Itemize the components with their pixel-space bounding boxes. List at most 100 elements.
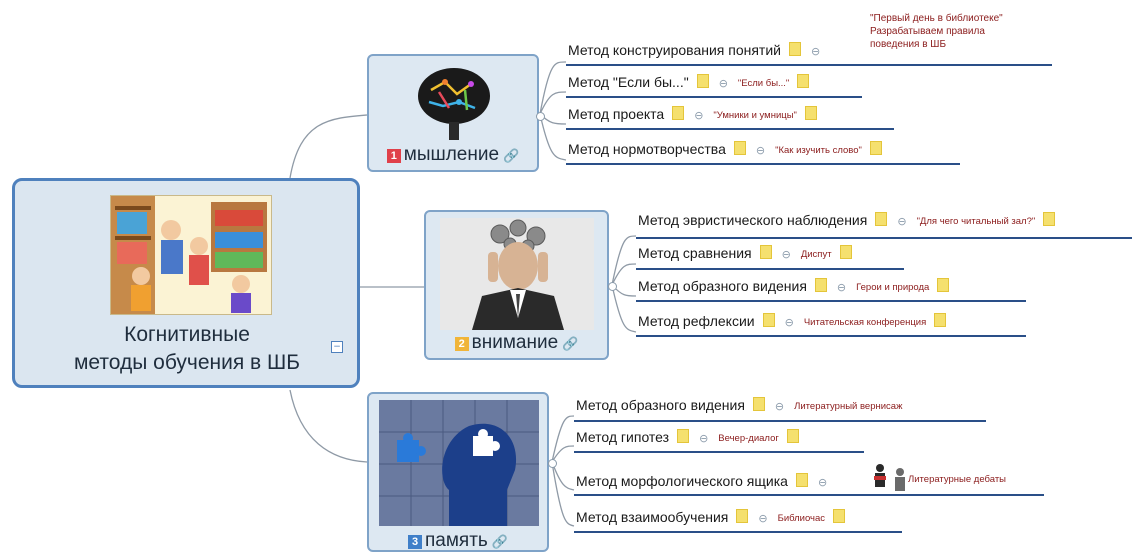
central-topic[interactable]: Когнитивные методы обучения в ШБ − — [12, 178, 360, 388]
note-icon[interactable] — [804, 106, 817, 120]
branch-note: "Для чего читальный зал?" — [916, 216, 1036, 227]
branch-note: "Как изучить слово" — [775, 145, 862, 156]
note-icon[interactable] — [833, 509, 846, 523]
branch-item[interactable]: Метод образного видения⊖Литературный вер… — [576, 397, 902, 419]
link-icon[interactable]: 🔗 — [503, 149, 520, 164]
branch-underline — [566, 163, 960, 165]
collapse-icon[interactable]: ⊖ — [811, 45, 821, 58]
collapse-icon[interactable]: ⊖ — [774, 400, 785, 413]
note-icon[interactable] — [814, 278, 827, 292]
collapse-toggle-icon[interactable]: − — [331, 341, 343, 353]
branch-label: Метод образного видения — [576, 397, 745, 413]
link-icon[interactable]: 🔗 — [491, 535, 508, 550]
collapse-icon[interactable]: ⊖ — [758, 512, 768, 525]
collapse-icon[interactable]: ⊖ — [755, 144, 766, 157]
branch-item[interactable]: Метод рефлексии ⊖ Читательская конференция — [638, 313, 947, 335]
branch-item[interactable]: Метод конструирования понятий ⊖ — [568, 42, 820, 64]
topic-number-badge: 1 — [386, 149, 401, 163]
branch-underline — [636, 268, 904, 270]
branch-item[interactable]: Метод эвристического наблюдения ⊖ "Для чег… — [638, 212, 1056, 234]
note-icon[interactable] — [672, 106, 685, 120]
branch-collapse-icon[interactable] — [548, 459, 557, 468]
collapse-icon[interactable]: ⊖ — [781, 248, 791, 261]
collapse-icon[interactable]: ⊖ — [694, 109, 704, 122]
branch-underline — [566, 64, 1052, 66]
branch-item[interactable]: Метод гипотез ⊖ Вечер-диалог — [576, 429, 799, 451]
branch-item[interactable]: Метод нормотворчества ⊖ "Как изучить слово… — [568, 141, 882, 163]
note-icon[interactable] — [869, 141, 882, 155]
branch-item[interactable]: Метод сравнения ⊖ Диспут — [638, 245, 852, 267]
note-icon[interactable] — [736, 509, 749, 523]
note-icon[interactable] — [934, 313, 947, 327]
branch-label: Метод нормотворчества — [568, 141, 726, 157]
branch-underline — [566, 96, 862, 98]
branch-underline — [636, 335, 1026, 337]
branch-collapse-icon[interactable] — [536, 112, 545, 121]
topic-number-badge: 3 — [408, 535, 422, 549]
note-icon[interactable] — [1043, 212, 1056, 226]
topic-title: память — [425, 530, 488, 551]
branch-label: Метод рефлексии — [638, 313, 755, 329]
branch-item[interactable]: Метод "Если бы..." ⊖ "Если бы..." — [568, 74, 810, 96]
central-topic-title: Когнитивные методы обучения в ШБ — [73, 323, 301, 374]
collapse-icon[interactable]: ⊖ — [699, 432, 709, 445]
note-icon[interactable] — [875, 212, 888, 226]
branch-note: "Умники и умницы" — [713, 110, 797, 121]
branch-note: Библиочас — [777, 513, 826, 524]
branch-underline — [636, 237, 1132, 239]
branch-item[interactable]: Метод морфологического ящика ⊖ — [576, 473, 827, 495]
note-icon[interactable] — [677, 429, 690, 443]
branch-item[interactable]: Метод образного видения ⊖ Герои и природа — [638, 278, 950, 300]
branch-label: Метод гипотез — [576, 429, 670, 445]
branch-note: Читательская конференция — [803, 317, 927, 328]
puzzle-head-image — [379, 400, 539, 526]
branch-underline — [574, 451, 864, 453]
branch-item[interactable]: Метод взаимообучения ⊖ Библиочас — [576, 509, 846, 531]
note-icon[interactable] — [786, 429, 799, 443]
note-icon[interactable] — [759, 245, 772, 259]
note-icon[interactable] — [752, 397, 765, 411]
branch-note: "Если бы..." — [737, 78, 790, 89]
branch-label: Метод проекта — [568, 106, 665, 122]
topic-number-badge: 2 — [454, 337, 469, 351]
debate-people-icon — [874, 464, 905, 491]
branch-note: Герои и природа — [856, 282, 930, 293]
branch-label: Метод "Если бы..." — [568, 74, 689, 90]
branch-item[interactable]: Метод проекта ⊖ "Умники и умницы" — [568, 106, 817, 128]
collapse-icon[interactable]: ⊖ — [718, 77, 728, 90]
topic-title: внимание — [471, 332, 559, 353]
branch-label: Метод конструирования понятий — [568, 42, 781, 58]
branch-note: Вечер-диалог — [718, 433, 779, 444]
branch-underline — [574, 494, 1044, 496]
collapse-icon[interactable]: ⊖ — [836, 281, 847, 294]
note-icon[interactable] — [696, 74, 709, 88]
brain-network-image — [409, 62, 499, 140]
branch-label: Метод эвристического наблюдения — [638, 212, 868, 228]
central-topic-image — [110, 195, 272, 315]
link-icon[interactable]: 🔗 — [562, 337, 579, 352]
note-icon[interactable] — [795, 473, 808, 487]
note-icon[interactable] — [797, 74, 810, 88]
branch-label: Метод морфологического ящика — [576, 473, 788, 489]
collapse-icon[interactable]: ⊖ — [897, 215, 907, 228]
branch-label: Метод сравнения — [638, 245, 752, 261]
note-icon[interactable] — [937, 278, 950, 292]
note-icon[interactable] — [762, 313, 775, 327]
branch-note: Литературные дебаты — [908, 474, 1007, 485]
collapse-icon[interactable]: ⊖ — [784, 316, 794, 329]
note-icon[interactable] — [733, 141, 746, 155]
branch-label: Метод образного видения — [638, 278, 807, 294]
note-icon[interactable] — [789, 42, 801, 56]
multiline-note: "Первый день в библиотеке" Разрабатываем… — [870, 13, 1003, 50]
branch-label: Метод взаимообучения — [576, 509, 729, 525]
branch-note: Диспут — [800, 249, 832, 260]
branch-underline — [636, 300, 1026, 302]
collapse-icon[interactable]: ⊖ — [817, 476, 828, 489]
branch-collapse-icon[interactable] — [608, 282, 617, 291]
note-icon[interactable] — [839, 245, 852, 259]
